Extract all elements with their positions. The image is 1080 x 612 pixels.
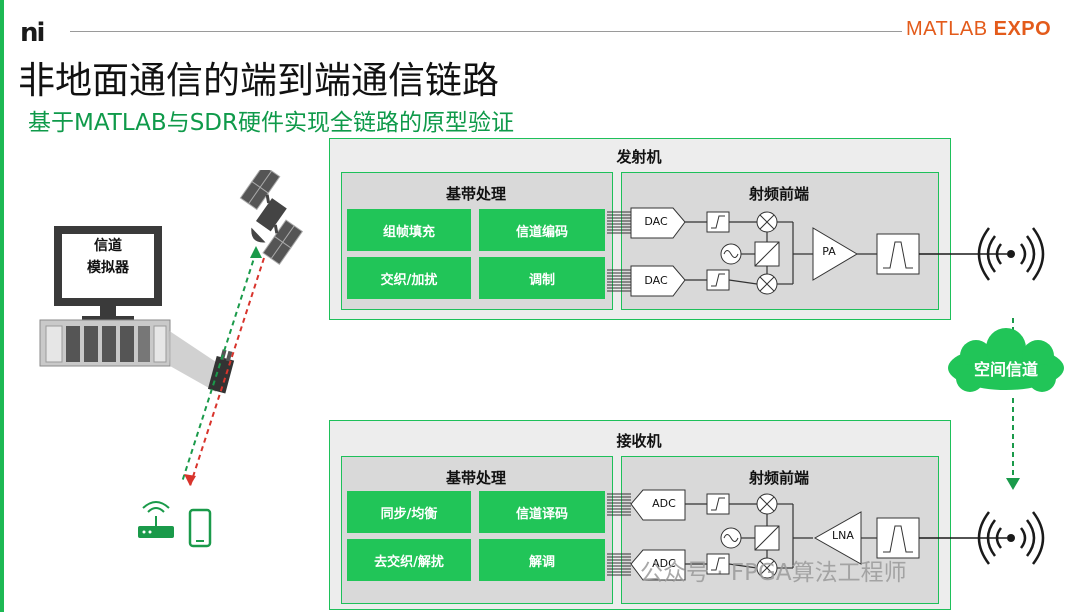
channel-simulator-label: 信道 模拟器: [62, 235, 154, 279]
rx-antenna-icon: [977, 511, 1045, 565]
tx-block-interleave-scramble: 交织/加扰: [347, 257, 471, 299]
tx-block-channel-coding: 信道编码: [479, 209, 605, 251]
rx-rf-title: 射频前端: [748, 469, 809, 487]
tx-block-modulation: 调制: [479, 257, 605, 299]
downlink-line: [189, 257, 265, 487]
router-icon: [138, 501, 174, 538]
ni-logo: ni: [20, 18, 45, 48]
uplink-line: [181, 251, 257, 483]
rx-block-deinterleave-descramble: 去交织/解扰: [347, 539, 471, 581]
adc-top-block: [630, 489, 686, 521]
rx-bandpass-filter: [876, 517, 920, 559]
watermark-text: 公众号 · FPGA算法工程师: [640, 560, 907, 586]
adc-bottom-block: [630, 549, 686, 581]
link-scene: [39, 170, 304, 548]
pa-label: PA: [822, 245, 836, 258]
dac-top-block: [630, 207, 686, 239]
receiver-title: 接收机: [616, 432, 662, 450]
monitor-icon: [54, 226, 162, 322]
rx-block-demodulation: 解调: [479, 539, 605, 581]
pa-block: [812, 227, 858, 281]
simulator-line2: 模拟器: [87, 260, 129, 276]
brand-main: MATLAB: [906, 18, 988, 40]
dac-top-label: DAC: [644, 215, 668, 228]
dac-bottom-label: DAC: [644, 274, 668, 287]
space-channel: [948, 318, 1064, 490]
tx-rf-title: 射频前端: [748, 185, 809, 203]
tx-bandpass-filter: [876, 233, 920, 275]
phone-icon: [188, 508, 212, 548]
satellite-icon: [239, 170, 304, 266]
sdr-chassis-icon: [39, 319, 171, 367]
tx-antenna-icon: [977, 227, 1045, 281]
lna-label: LNA: [832, 529, 854, 542]
tx-block-framing: 组帧填充: [347, 209, 471, 251]
tx-rf-chain: [607, 207, 1045, 297]
transmitter-title: 发射机: [616, 148, 662, 166]
rx-block-channel-decoding: 信道译码: [479, 491, 605, 533]
cloud-icon: [948, 328, 1064, 392]
adc-bottom-label: ADC: [652, 557, 676, 570]
left-accent-bar: [0, 0, 4, 612]
tx-baseband-title: 基带处理: [445, 185, 506, 203]
brand-accent: EXPO: [993, 18, 1052, 40]
page-subtitle: 基于MATLAB与SDR硬件实现全链路的原型验证: [28, 110, 514, 136]
header-divider: [70, 31, 902, 32]
page-title: 非地面通信的端到端通信链路: [18, 59, 499, 102]
rx-baseband-title: 基带处理: [445, 469, 506, 487]
rx-block-sync-equalize: 同步/均衡: [347, 491, 471, 533]
matlab-expo-logo: MATLAB EXPO: [906, 18, 1051, 41]
simulator-line1: 信道: [94, 238, 122, 254]
space-channel-label: 空间信道: [973, 360, 1038, 379]
rx-rf-chain: [607, 489, 1045, 581]
adc-top-label: ADC: [652, 497, 676, 510]
dac-bottom-block: [630, 265, 686, 297]
